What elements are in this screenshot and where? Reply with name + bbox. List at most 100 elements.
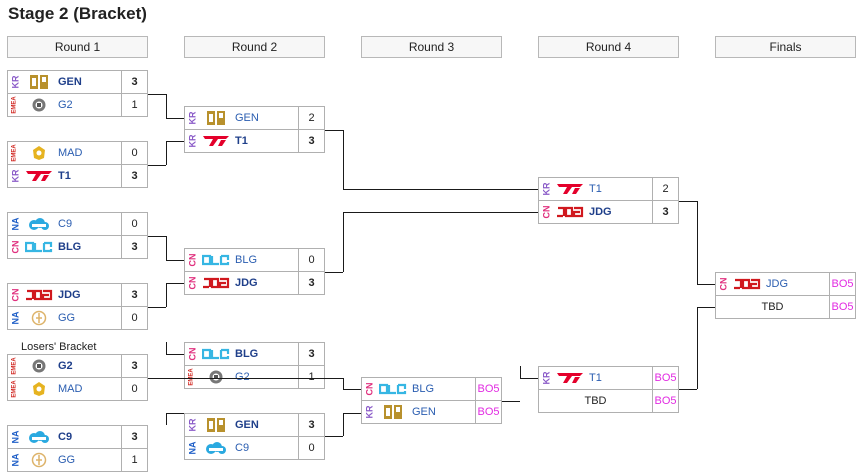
round-header-finals: Finals: [715, 36, 856, 58]
team-score: BO5: [652, 367, 678, 389]
team-name[interactable]: BLG: [235, 254, 258, 266]
team-score: 3: [121, 165, 147, 187]
team-slot[interactable]: CN JDG 3: [538, 201, 679, 224]
team-name[interactable]: MAD: [58, 147, 83, 159]
gen-logo-icon: [202, 110, 230, 126]
region-text: CN: [541, 205, 551, 219]
team-score: 3: [121, 355, 147, 377]
team-name[interactable]: G2: [58, 360, 73, 372]
team-score: 3: [121, 426, 147, 448]
team-name[interactable]: G2: [235, 371, 250, 383]
region-label: CN: [8, 284, 22, 306]
team-name[interactable]: T1: [58, 170, 71, 182]
region-label: CN: [185, 343, 199, 365]
bracket-connector: [697, 307, 699, 389]
team-name[interactable]: JDG: [235, 277, 258, 289]
team-score: BO5: [829, 273, 855, 295]
team-name[interactable]: C9: [58, 431, 73, 443]
c9-logo-icon: [25, 429, 53, 445]
team-score: 3: [298, 130, 324, 152]
blg-logo-icon: [202, 252, 230, 268]
team-name[interactable]: T1: [589, 183, 602, 195]
team-score: BO5: [652, 390, 678, 412]
jdg-logo-icon: [25, 287, 53, 303]
region-label: KR: [8, 165, 22, 187]
team-name[interactable]: BLG: [58, 241, 82, 253]
team-name[interactable]: TBD: [584, 395, 607, 407]
region-text: KR: [541, 182, 551, 196]
team-slot[interactable]: KR T1 3: [7, 165, 148, 188]
blg-logo-icon: [202, 346, 230, 362]
team-name[interactable]: T1: [589, 372, 602, 384]
team-score: 3: [121, 71, 147, 93]
region-label: CN: [185, 272, 199, 294]
team-score: 3: [652, 201, 678, 223]
team-name[interactable]: C9: [58, 218, 73, 230]
bracket-connector: [679, 201, 697, 203]
jdg-logo-icon: [733, 276, 761, 292]
team-score: 2: [298, 107, 324, 129]
team-name[interactable]: TBD: [761, 301, 784, 313]
bracket-connector: [343, 389, 361, 391]
team-score: 2: [652, 178, 678, 200]
blg-logo-icon: [379, 381, 407, 397]
bracket-connector: [325, 272, 343, 274]
jdg-logo-icon: [202, 275, 230, 291]
bracket-connector: [697, 284, 715, 286]
team-name[interactable]: G2: [58, 99, 73, 111]
t1-logo-icon: [556, 181, 584, 197]
team-slot[interactable]: KR T1 2: [538, 177, 679, 201]
c9-logo-icon: [202, 440, 230, 456]
bracket-connector: [166, 260, 184, 262]
team-name[interactable]: BLG: [412, 383, 435, 395]
team-name[interactable]: GEN: [235, 419, 259, 431]
team-name[interactable]: GEN: [235, 112, 259, 124]
team-name[interactable]: MAD: [58, 383, 83, 395]
team-name[interactable]: C9: [235, 442, 250, 454]
team-slot[interactable]: TBD BO5: [538, 390, 679, 413]
bracket-connector: [343, 378, 345, 389]
team-name[interactable]: BLG: [235, 348, 259, 360]
team-name[interactable]: GG: [58, 454, 76, 466]
bracket-connector: [343, 413, 345, 436]
region-label: KR: [8, 71, 22, 93]
team-score: 3: [121, 236, 147, 258]
team-name[interactable]: JDG: [58, 289, 81, 301]
round-header-1: Round 1: [7, 36, 148, 58]
team-score: 0: [298, 437, 324, 459]
team-score: 0: [121, 142, 147, 164]
team-name[interactable]: JDG: [589, 206, 612, 218]
team-name[interactable]: GEN: [58, 76, 82, 88]
bracket-connector: [697, 307, 715, 309]
team-name[interactable]: GG: [58, 312, 76, 324]
region-label: CN: [362, 378, 376, 400]
bracket-connector: [148, 165, 166, 167]
team-slot[interactable]: KR GEN 3: [7, 70, 148, 94]
team-name[interactable]: GEN: [412, 406, 436, 418]
team-name[interactable]: JDG: [766, 278, 788, 290]
gg-logo-icon: [25, 310, 53, 326]
team-name[interactable]: T1: [235, 135, 248, 147]
